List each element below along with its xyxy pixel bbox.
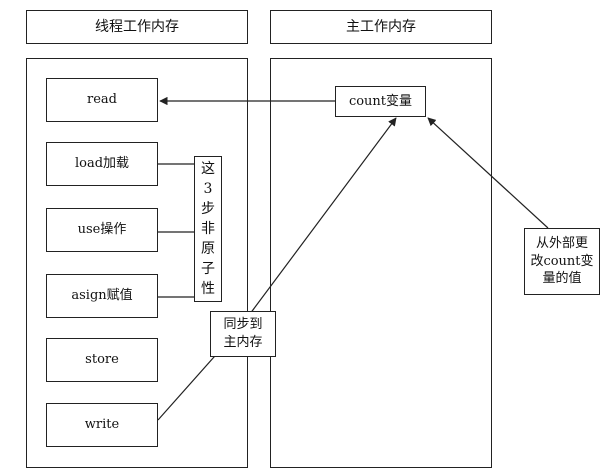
count-variable: count变量	[335, 86, 426, 117]
non-atomic-char: 步	[201, 201, 215, 217]
thread-memory-panel	[26, 58, 248, 468]
main-memory-header: 主工作内存	[270, 10, 492, 44]
non-atomic-note: 这 3 步 非 原 子 性	[194, 156, 222, 302]
step-use: use操作	[46, 208, 158, 252]
external-note-line: 改count变	[530, 253, 594, 269]
non-atomic-char: 子	[201, 261, 215, 277]
non-atomic-char: 原	[201, 241, 215, 257]
step-write: write	[46, 403, 158, 447]
non-atomic-char: 3	[203, 181, 213, 197]
sync-note: 同步到 主内存	[210, 311, 276, 357]
thread-memory-header: 线程工作内存	[26, 10, 248, 44]
arrow-external-to-count	[427, 117, 549, 229]
non-atomic-char: 非	[201, 221, 215, 237]
sync-note-line: 同步到	[223, 317, 263, 333]
step-load: load加载	[46, 142, 158, 186]
step-store: store	[46, 338, 158, 382]
external-note-line: 从外部更	[535, 236, 588, 252]
step-read: read	[46, 78, 158, 122]
main-memory-panel	[270, 58, 492, 468]
non-atomic-char: 这	[201, 161, 215, 177]
step-assign: asign赋值	[46, 274, 158, 318]
external-note-line: 量的值	[542, 271, 582, 287]
non-atomic-char: 性	[201, 281, 215, 297]
sync-note-line: 主内存	[223, 335, 263, 350]
external-change-note: 从外部更 改count变 量的值	[524, 228, 600, 295]
